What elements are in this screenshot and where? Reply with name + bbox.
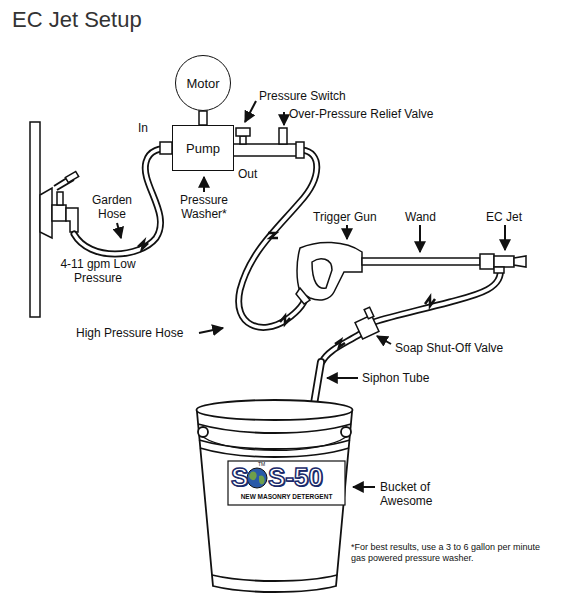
bucket <box>197 400 353 592</box>
part-label: Wand <box>405 210 436 224</box>
trigger-gun <box>296 242 362 304</box>
logo-text: S-50 <box>268 462 323 492</box>
port-label: In <box>138 121 148 135</box>
part-label: Pressure Switch <box>259 89 346 103</box>
trademark: TM <box>258 461 265 467</box>
part-label: Over-Pressure Relief Valve <box>289 107 434 121</box>
part-label: EC Jet <box>486 210 522 224</box>
part-label: Siphon Tube <box>362 371 429 385</box>
faucet <box>40 171 79 238</box>
soap-valve <box>355 307 379 339</box>
part-label: Bucket of Awesome <box>380 480 452 508</box>
logo-letter: S <box>231 462 248 492</box>
node-text: Pump <box>186 141 220 156</box>
motor-circle: Motor <box>175 55 231 111</box>
node-text: Motor <box>186 76 219 91</box>
wand-ecjet <box>362 254 526 273</box>
part-label: High Pressure Hose <box>76 326 183 340</box>
wall <box>30 122 40 317</box>
part-label: Soap Shut-Off Valve <box>395 341 503 355</box>
part-label: Garden Hose <box>86 193 138 221</box>
part-label: Trigger Gun <box>313 210 377 224</box>
pump-box: Pump <box>172 125 234 171</box>
leader-arrows <box>117 101 505 487</box>
flow-note: 4-11 gpm Low Pressure <box>52 257 144 285</box>
diagram-title: EC Jet Setup <box>12 7 142 33</box>
logo-globe <box>247 468 267 488</box>
part-label: Pressure Washer* <box>172 193 236 221</box>
shaft-connector <box>199 111 207 125</box>
logo-tagline: NEW MASONRY DETERGENT <box>229 493 344 501</box>
port-label: Out <box>238 167 257 181</box>
footnote: *For best results, use a 3 to 6 gallon p… <box>351 542 553 564</box>
hoses <box>74 148 500 404</box>
